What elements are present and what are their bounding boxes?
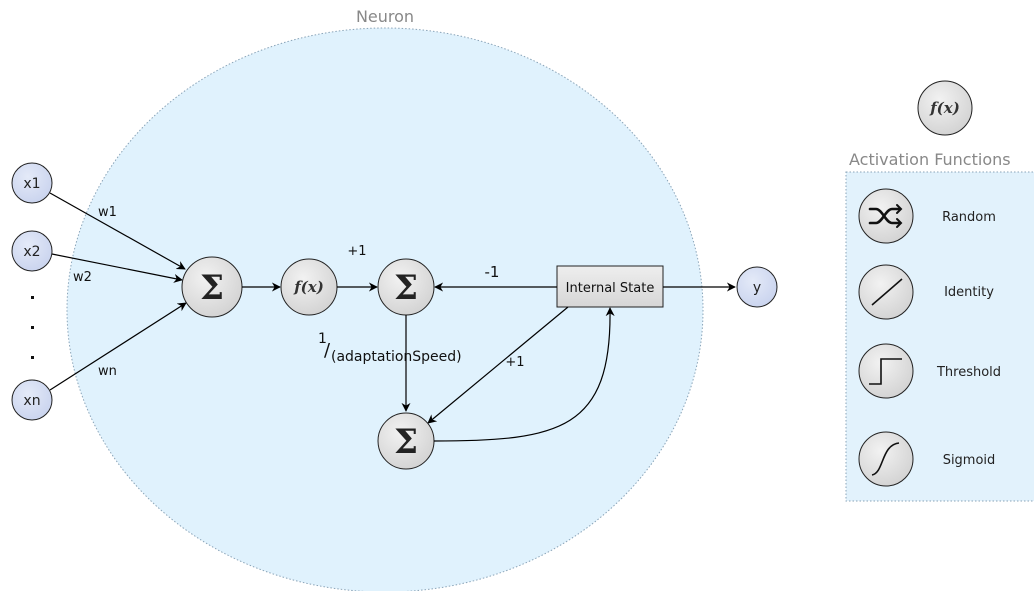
input-node-xn: xn bbox=[11, 379, 53, 421]
activation-function-icon[interactable]: f(x) bbox=[917, 80, 973, 136]
weight-label-w1: w1 bbox=[98, 205, 117, 220]
step-icon bbox=[869, 358, 902, 385]
edge-label-plus-one-diag: +1 bbox=[505, 355, 524, 370]
input-node-x2: x2 bbox=[11, 230, 53, 272]
edge-label-plus-one: +1 bbox=[347, 244, 366, 259]
input-label: x2 bbox=[23, 244, 40, 260]
activation-item-threshold[interactable]: Threshold bbox=[858, 343, 1001, 399]
weight-label-wn: wn bbox=[98, 364, 117, 379]
svg-text:(adaptationSpeed): (adaptationSpeed) bbox=[331, 349, 462, 365]
adaptation-speed-label: 1 / (adaptationSpeed) bbox=[318, 331, 462, 365]
output-label: y bbox=[753, 280, 761, 296]
sum-node-update: Σ bbox=[377, 412, 435, 470]
edge-label-minus-one: -1 bbox=[485, 263, 500, 281]
activation-item-label: Identity bbox=[944, 285, 994, 300]
internal-state-label: Internal State bbox=[566, 281, 655, 296]
activation-item-identity[interactable]: Identity bbox=[858, 264, 994, 320]
activation-item-label: Threshold bbox=[936, 365, 1001, 380]
weight-label-w2: w2 bbox=[73, 270, 92, 285]
activation-item-label: Random bbox=[942, 210, 996, 225]
fx-symbol: f(x) bbox=[929, 99, 960, 117]
sigma-symbol: Σ bbox=[394, 268, 418, 308]
identity-line-icon bbox=[871, 278, 903, 306]
sum-node-state: Σ bbox=[377, 258, 435, 316]
edge-x2-sum bbox=[51, 253, 183, 283]
activation-item-label: Sigmoid bbox=[943, 453, 996, 468]
edge-x1-sum bbox=[49, 192, 186, 270]
activation-item-sigmoid[interactable]: Sigmoid bbox=[858, 431, 996, 487]
activation-item-random[interactable]: Random bbox=[858, 188, 996, 244]
activation-node: f(x) bbox=[280, 258, 338, 316]
sum-node-input: Σ bbox=[181, 256, 243, 318]
input-ellipsis-dots bbox=[31, 296, 34, 359]
neuron-region bbox=[66, 27, 704, 593]
sigma-symbol: Σ bbox=[200, 268, 224, 308]
edge-sum3-state-feedback bbox=[433, 307, 615, 442]
sigmoid-curve-icon bbox=[871, 442, 900, 476]
shuffle-icon bbox=[868, 204, 903, 228]
sigma-symbol: Σ bbox=[394, 422, 418, 462]
input-label: x1 bbox=[23, 176, 40, 192]
output-node-y: y bbox=[736, 266, 778, 308]
svg-text:1: 1 bbox=[318, 331, 327, 347]
neuron-title: Neuron bbox=[356, 7, 414, 26]
input-label: xn bbox=[23, 393, 40, 409]
input-node-x1: x1 bbox=[11, 162, 53, 204]
svg-text:/: / bbox=[324, 340, 331, 361]
edge-xn-sum bbox=[49, 302, 187, 391]
edge-state-sum3 bbox=[427, 306, 569, 424]
activation-functions-title: Activation Functions bbox=[849, 150, 1011, 169]
internal-state-box: Internal State bbox=[556, 265, 664, 308]
fx-symbol: f(x) bbox=[293, 278, 324, 296]
